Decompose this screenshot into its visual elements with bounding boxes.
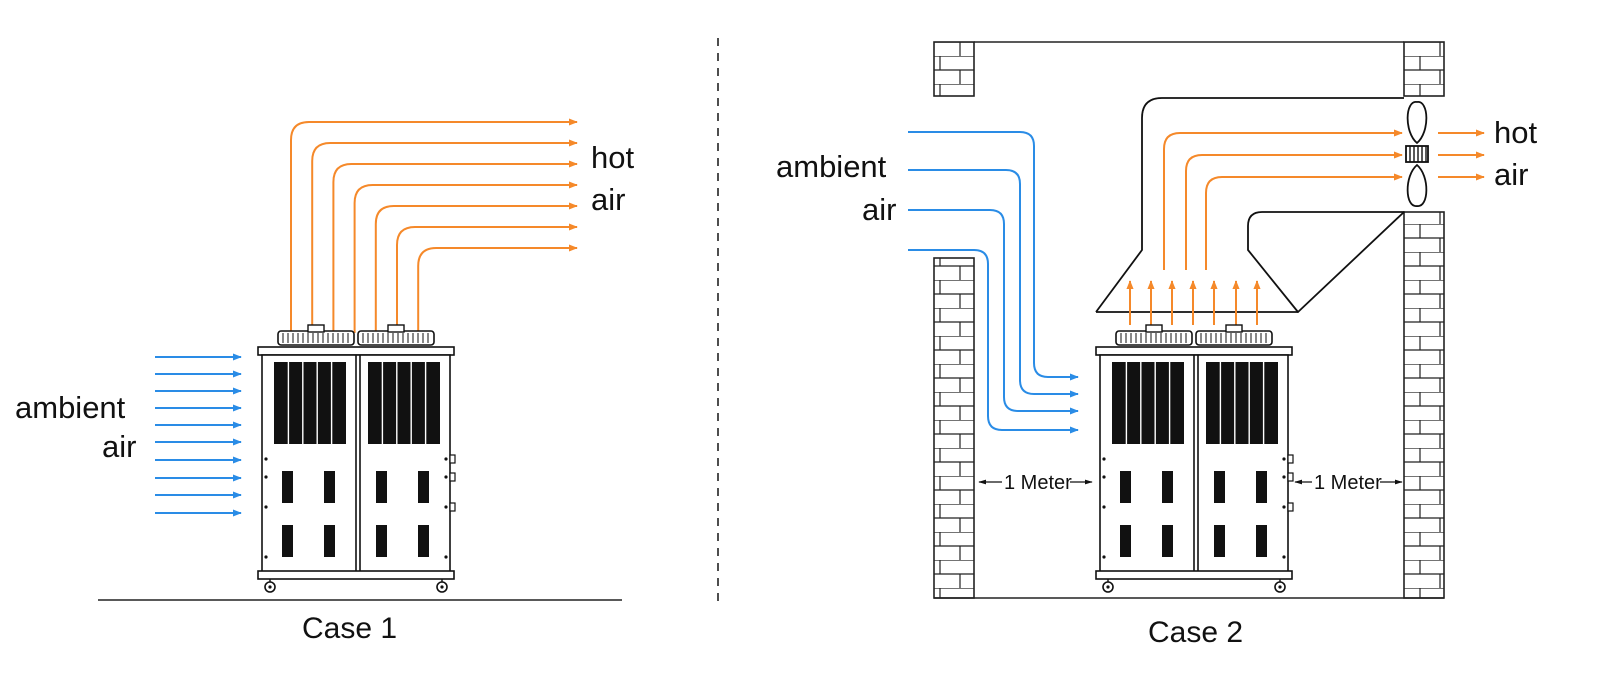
case2-ceiling-brick-right xyxy=(1403,41,1445,97)
case2-right-wall xyxy=(1403,211,1445,599)
case1-hot-air-arrow xyxy=(417,244,578,333)
case1-hot-air-arrow xyxy=(332,160,578,333)
case1-ambient-air-arrows xyxy=(155,353,242,517)
case1-hot-air-arrow xyxy=(374,202,578,333)
case2-exhaust-hood xyxy=(1095,97,1405,313)
case2-hot-air-duct-arrow xyxy=(1185,151,1403,270)
case2-ambient-air-arrow xyxy=(908,169,1079,398)
case2-hot-air-duct-arrow xyxy=(1163,129,1403,270)
case2-hot-air-duct-arrow xyxy=(1205,173,1403,270)
case1-hot-air-arrow xyxy=(290,118,578,333)
case1-ambient-label-line2: air xyxy=(102,429,136,464)
case2-meter-label-right: 1 Meter xyxy=(1314,472,1382,494)
case1-hot-label-line2: air xyxy=(591,182,625,217)
case1-group: hot air ambient air Case 1 xyxy=(15,118,634,645)
case2-hot-label-line1: hot xyxy=(1494,115,1537,150)
case1-hot-label-line1: hot xyxy=(591,140,634,175)
case1-caption: Case 1 xyxy=(302,612,397,645)
case2-ambient-air-arrow xyxy=(908,209,1079,415)
case2-group: 1 Meter 1 Meter hot air ambient air Case… xyxy=(776,41,1537,649)
case1-hot-air-arrows xyxy=(290,118,578,333)
case2-ambient-label-line1: ambient xyxy=(776,149,887,184)
case1-chiller-unit xyxy=(257,324,456,593)
exhaust-fan-icon xyxy=(1405,101,1429,207)
case2-chiller-unit xyxy=(1095,324,1294,593)
case2-hot-air-arrows xyxy=(1126,129,1485,325)
case1-hot-air-arrow xyxy=(353,181,578,333)
case2-meter-label-left: 1 Meter xyxy=(1004,472,1072,494)
case2-ambient-air-arrow xyxy=(908,131,1079,381)
case1-hot-air-arrow xyxy=(396,223,578,333)
case2-caption: Case 2 xyxy=(1148,616,1243,649)
case2-ambient-air-arrow xyxy=(908,249,1079,434)
case2-left-wall xyxy=(933,257,975,599)
case1-hot-air-arrow xyxy=(311,139,578,333)
case1-ambient-label-line1: ambient xyxy=(15,390,126,425)
case2-ambient-label-line2: air xyxy=(862,192,896,227)
case2-hot-label-line2: air xyxy=(1494,157,1528,192)
case2-ceiling-brick-left xyxy=(933,41,975,97)
case2-ambient-air-arrows xyxy=(908,131,1079,434)
